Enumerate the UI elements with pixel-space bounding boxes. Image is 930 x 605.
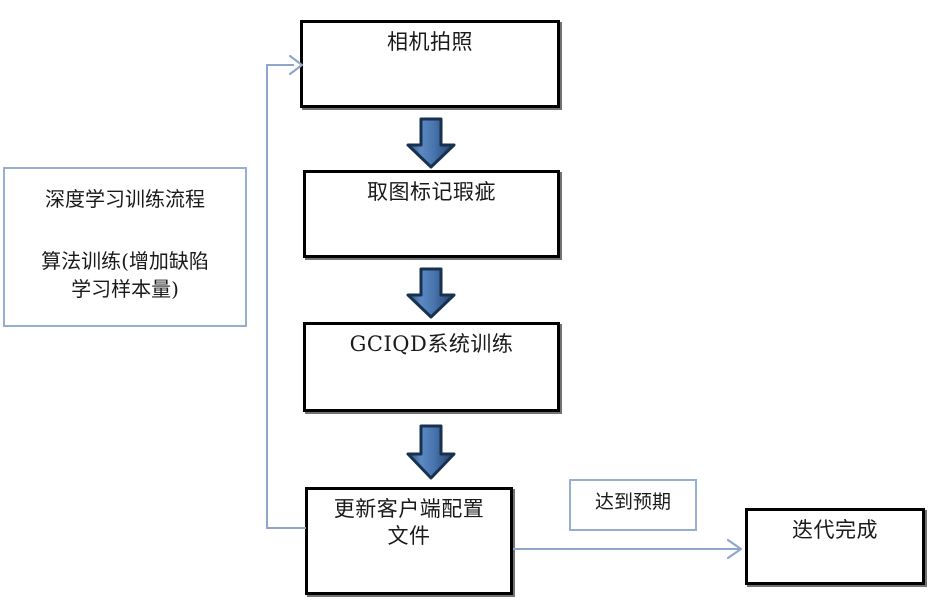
node-camera[interactable]: 相机拍照 xyxy=(300,20,560,108)
edge-label-expected-box: 达到预期 xyxy=(569,479,697,531)
node-train-label: GCIQD系统训练 xyxy=(349,332,514,356)
feedback-connector-vertical-segment xyxy=(266,65,268,528)
node-train[interactable]: GCIQD系统训练 xyxy=(303,322,560,412)
edge-label-expected-text: 达到预期 xyxy=(594,491,671,513)
completion-connector-line xyxy=(513,548,739,550)
node-update[interactable]: 更新客户端配置 文件 xyxy=(305,487,513,595)
completion-arrowhead-icon xyxy=(726,538,743,560)
node-update-label: 更新客户端配置 文件 xyxy=(333,497,485,548)
down-arrow-icon-3 xyxy=(406,424,456,480)
feedback-arrowhead-icon xyxy=(288,54,304,76)
node-done-label: 迭代完成 xyxy=(792,518,878,542)
training-process-note-line2: 算法训练(增加缺陷 学习样本量) xyxy=(41,249,209,301)
node-done[interactable]: 迭代完成 xyxy=(745,508,925,585)
node-annotate-label: 取图标记瑕疵 xyxy=(367,180,496,204)
node-annotate[interactable]: 取图标记瑕疵 xyxy=(303,170,560,258)
training-process-note-box: 深度学习训练流程 算法训练(增加缺陷 学习样本量) xyxy=(3,167,247,327)
down-arrow-icon-2 xyxy=(406,267,456,319)
feedback-connector-bottom-segment xyxy=(266,527,306,529)
node-camera-label: 相机拍照 xyxy=(387,30,473,54)
feedback-connector-top-segment xyxy=(266,64,294,66)
down-arrow-icon-1 xyxy=(406,117,456,169)
training-process-note-line1: 深度学习训练流程 xyxy=(45,187,205,211)
